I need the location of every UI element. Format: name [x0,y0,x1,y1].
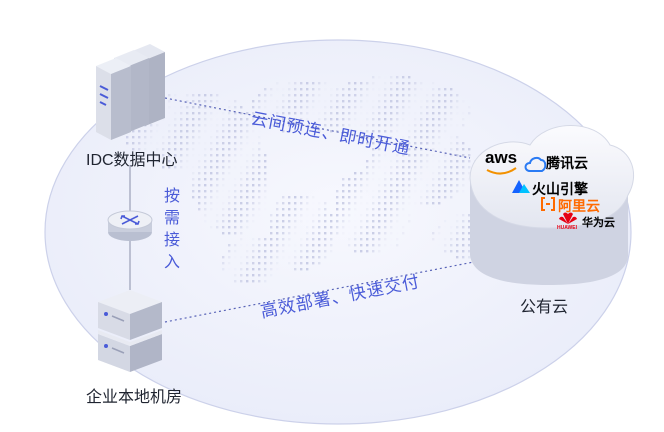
world-map-dots [126,76,489,283]
idc-server-icon [96,44,165,140]
link-vertical-label: 按需接入 [163,188,180,271]
cloud-label: 公有云 [520,299,569,316]
enterprise-label: 企业本地机房 [86,389,183,406]
volcengine-icon [512,180,530,193]
provider-huawei: 华为云 [582,217,615,229]
provider-aws: aws [485,148,518,167]
provider-aliyun: 阿里云 [558,198,600,214]
aliyun-icon [541,197,555,211]
link-top-line [164,97,471,159]
aws-smile-icon [486,167,517,175]
globe-ellipse [44,39,632,425]
router-icon [107,210,153,241]
enterprise-server-icon [98,290,162,372]
huawei-icon [559,212,577,224]
idc-label: IDC数据中心 [86,152,178,169]
provider-volcengine: 火山引擎 [532,181,588,197]
tencent-cloud-icon [524,156,547,172]
provider-tencent: 腾讯云 [546,155,588,171]
public-cloud-shape [469,125,635,285]
provider-huawei-sublabel: HUAWEI [557,225,577,231]
link-bottom-line [164,252,521,323]
